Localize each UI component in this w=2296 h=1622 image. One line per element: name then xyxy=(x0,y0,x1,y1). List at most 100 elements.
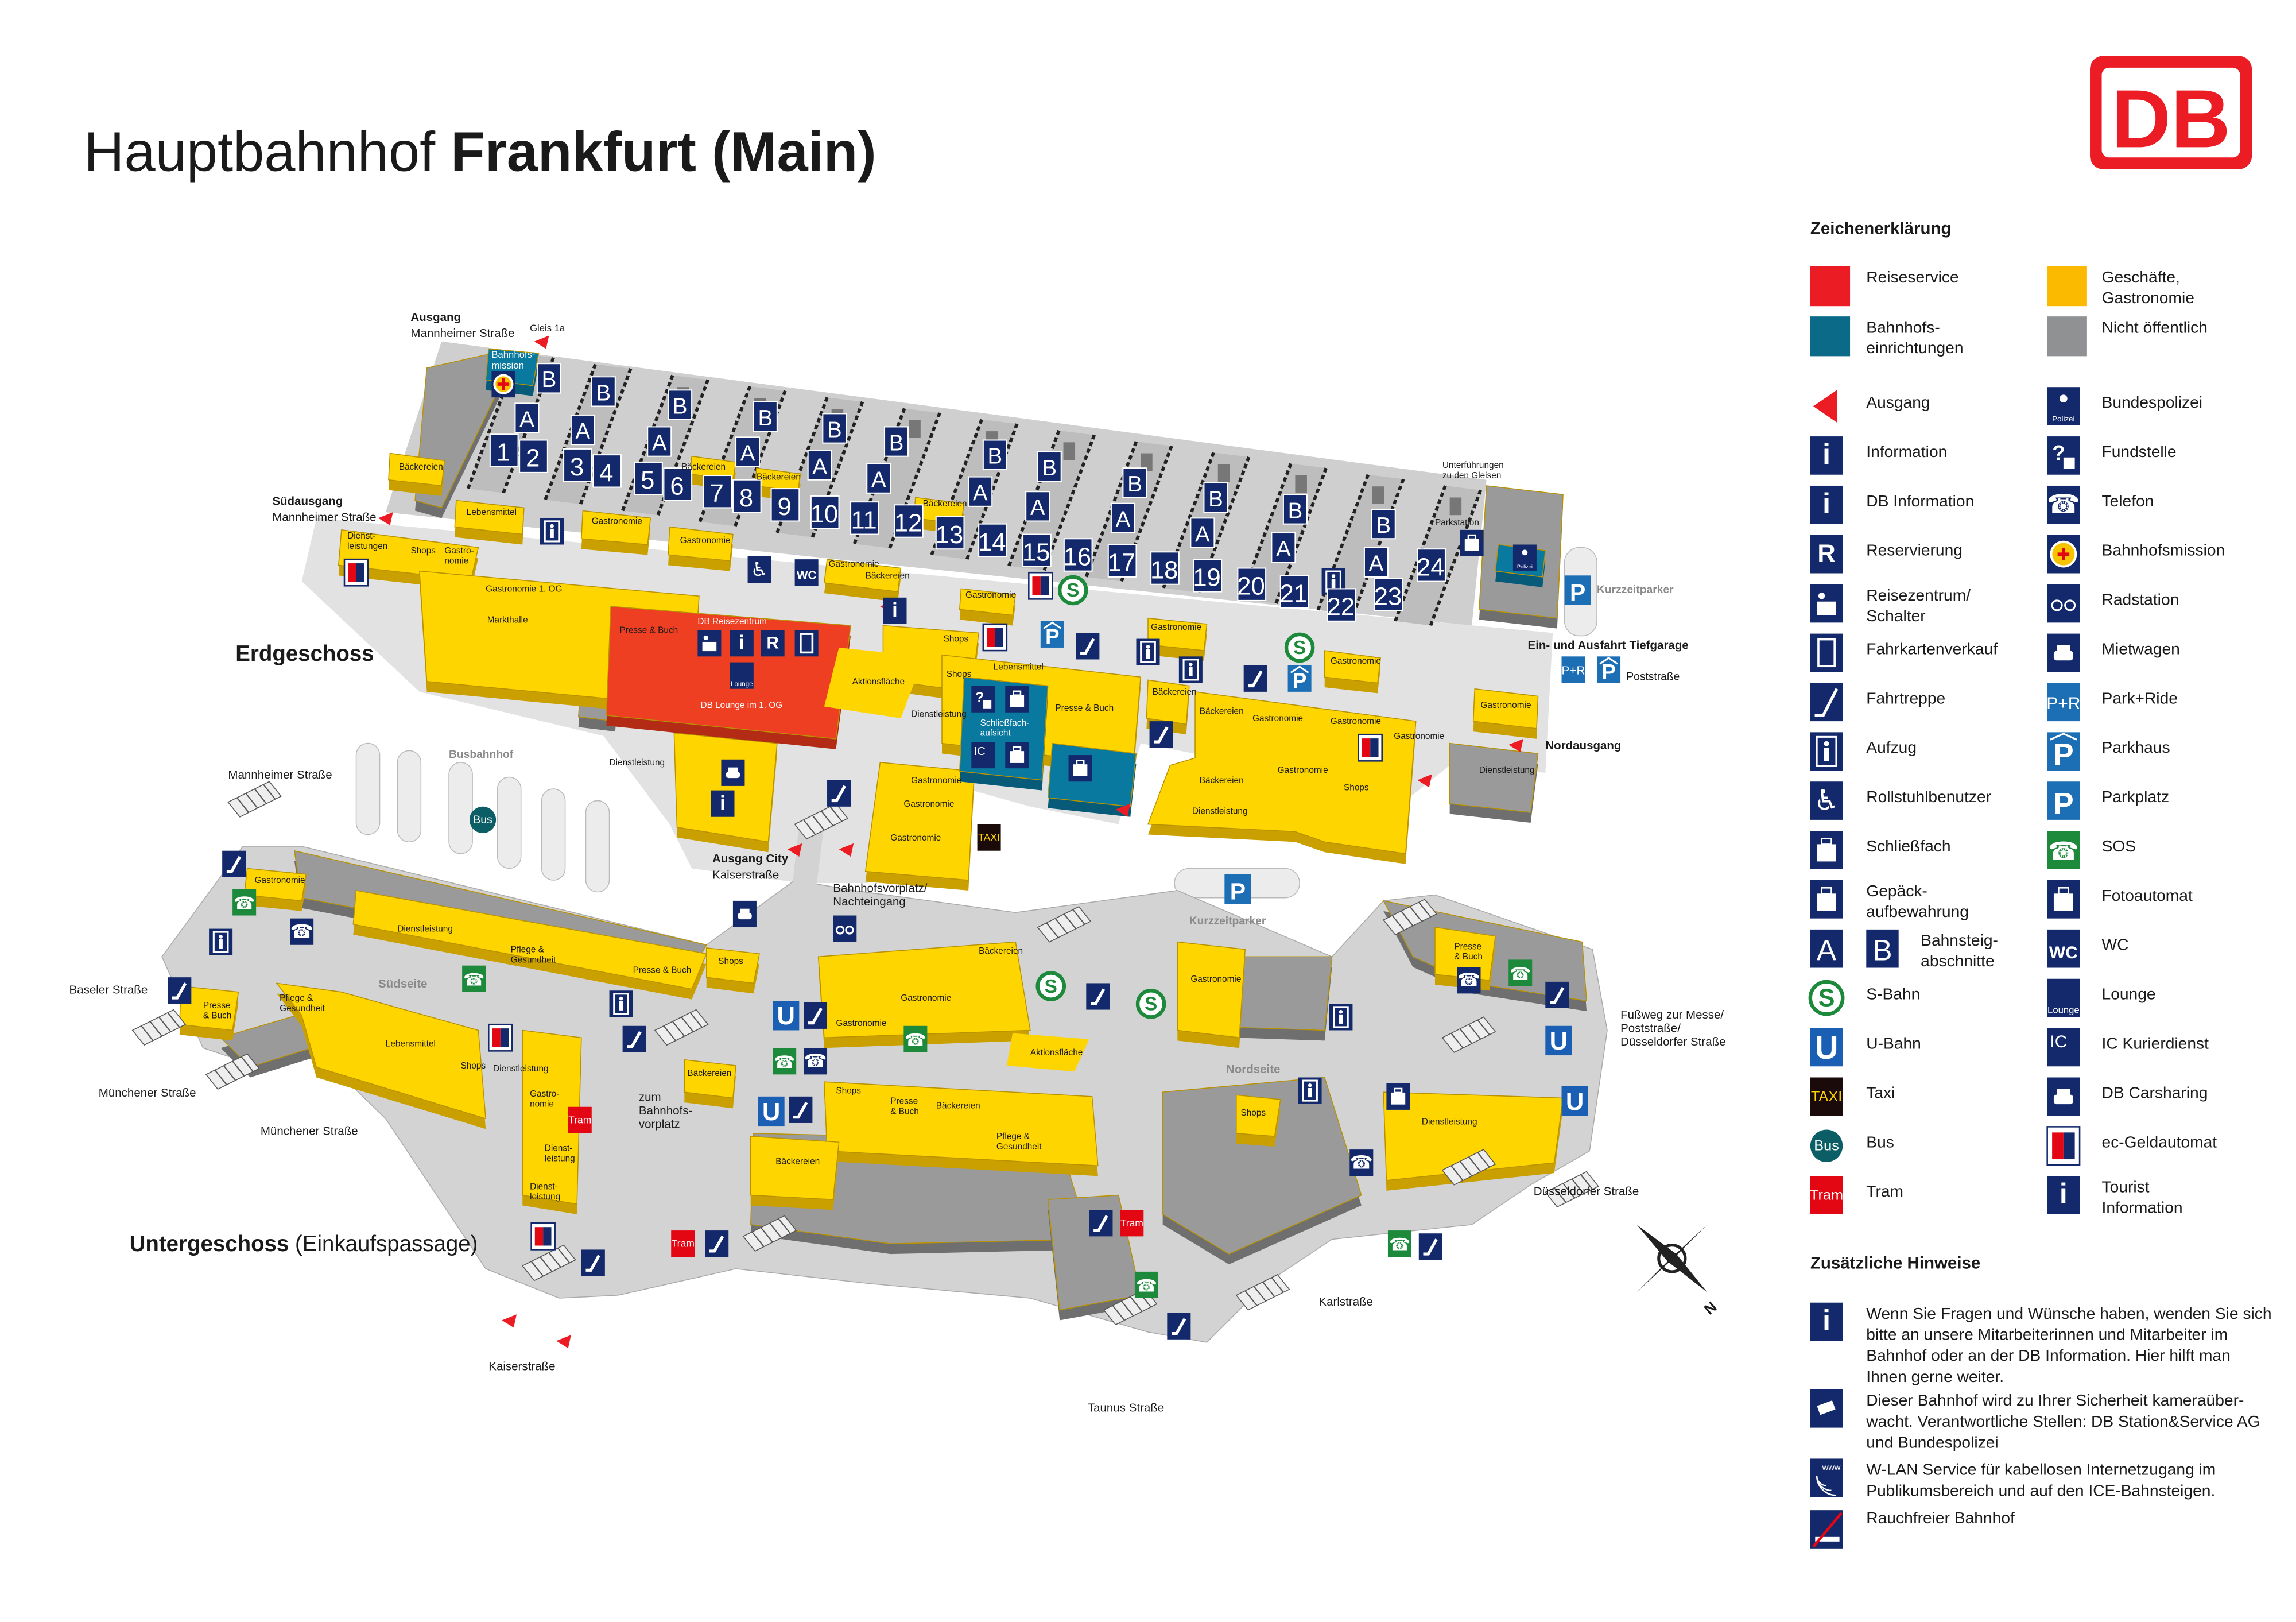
telefon-glyph: ☎ xyxy=(1457,969,1480,990)
info-icon: i xyxy=(1810,436,1843,475)
platform-section-b-icon: B xyxy=(1866,929,1899,968)
map-label-line: Düsseldorfer Straße xyxy=(1534,1185,1639,1198)
map-label-line: Bäckereien xyxy=(757,473,801,482)
note-line: Ihnen gerne weiter. xyxy=(1866,1367,2004,1385)
taxi-icon: TAXI xyxy=(1810,1077,1843,1116)
map-label-line: Presse & Buch xyxy=(633,965,692,975)
map-label: Bäckereien xyxy=(866,571,910,580)
map-label: Dienstleistung xyxy=(911,709,967,719)
legend-label-line: Information xyxy=(1866,442,1947,460)
map-label-line: Dienstleistung xyxy=(610,758,665,768)
map-label: Dienstleistung xyxy=(1479,765,1535,775)
parkplatz-icon: P xyxy=(1224,874,1251,904)
shop-gastro-block xyxy=(1147,691,1417,854)
map-label-line: Gastronomie xyxy=(911,776,961,785)
ic-icon: IC xyxy=(2047,1028,2080,1067)
parkhaus-icon: P xyxy=(2047,732,2080,772)
map-label: Dienstleistung xyxy=(610,758,665,768)
platform-section-letter: A xyxy=(973,481,988,506)
platform-number: 9 xyxy=(778,493,792,521)
map-label-line: zu den Gleisen xyxy=(1442,471,1502,481)
platform-number-sign: 24 xyxy=(1417,548,1446,582)
map-label: Lebensmittel xyxy=(467,508,517,517)
map-label: Mannheimer Straße xyxy=(410,327,514,340)
fahrtreppe-icon xyxy=(168,977,192,1004)
telefon-glyph: ☎ xyxy=(1350,1152,1373,1172)
legend-label-line: Tourist xyxy=(2102,1177,2150,1195)
legend-label-line: Bahnhofs- xyxy=(1866,318,1940,336)
fahrtreppe-icon xyxy=(705,1230,729,1257)
platform-number-sign: 20 xyxy=(1237,567,1267,601)
map-label-line: Gastronomie xyxy=(890,833,941,843)
platform-number: 16 xyxy=(1064,543,1091,571)
fahrtreppe-icon xyxy=(1810,683,1843,722)
shop-gastro-block xyxy=(1147,617,1208,651)
platform-number-sign: 6 xyxy=(663,467,693,501)
map-floorplan xyxy=(131,335,1608,1349)
note-line: Rauchfreier Bahnhof xyxy=(1866,1508,2015,1527)
platform-section-letter: B xyxy=(988,444,1003,469)
platform-number: 22 xyxy=(1327,594,1355,621)
platform-number: 13 xyxy=(936,521,963,549)
legend-label: Ausgang xyxy=(1866,393,1930,411)
sos-icon: ☎ xyxy=(773,1048,797,1075)
legend-label: Park+Ride xyxy=(2102,688,2178,707)
ausgang-icon xyxy=(1813,390,1837,423)
bus-icon: Bus xyxy=(1810,1129,1843,1162)
shop-gastro-block xyxy=(668,526,734,562)
legend-label-line: Reservierung xyxy=(1866,541,1963,559)
legend-label-line: Fotoautomat xyxy=(2102,886,2193,904)
map-label-line: Bahnhofs- xyxy=(491,349,535,360)
map-label: Bäckereien xyxy=(979,946,1023,956)
legend-label: Lounge xyxy=(2102,985,2156,1003)
map-label: Presse & Buch xyxy=(1055,703,1114,713)
info-glyph: i xyxy=(1822,438,1830,470)
platform-section-letter: A xyxy=(1276,537,1291,562)
map-label-line: Kaiserstraße xyxy=(488,1360,555,1373)
platform-section-a-sign: A xyxy=(807,450,832,481)
map-label: Bahnhofsvorplatz/Nachteingang xyxy=(833,881,927,908)
sos-icon: ☎ xyxy=(2047,831,2080,869)
legend-label: Aufzug xyxy=(1866,738,1917,756)
sbahn-icon: S xyxy=(1284,632,1315,663)
map-label-line: Shops xyxy=(461,1061,486,1071)
map-label-line: Gastronomie xyxy=(1480,700,1531,710)
sos-glyph: ☎ xyxy=(774,1053,795,1072)
db-logo: DB xyxy=(2090,56,2252,169)
map-label: Bäckereien xyxy=(923,499,967,509)
taxi-icon: TAXI xyxy=(977,824,1001,851)
ic-icon: IC xyxy=(971,742,995,769)
legend-label-line: Gastronomie xyxy=(2102,288,2194,307)
swatch-teal-icon xyxy=(1810,316,1851,357)
ec-icon xyxy=(343,558,369,587)
map-label-line: Dienst- xyxy=(545,1144,573,1153)
map-label-line: Shops xyxy=(944,634,969,644)
legend-label: Information xyxy=(1866,442,1947,460)
map-label: Gastronomie xyxy=(903,799,954,809)
tram-glyph: Tram xyxy=(1120,1217,1143,1229)
legend-label-line: IC Kurierdienst xyxy=(2102,1034,2209,1052)
map-label-line: Kaiserstraße xyxy=(712,868,779,881)
bus-glyph: Bus xyxy=(1814,1138,1839,1154)
map-label: Gastro-nomie xyxy=(530,1089,559,1109)
map-label: Bäckereien xyxy=(775,1157,820,1167)
map-label-line: aufsicht xyxy=(980,729,1011,738)
stair-icon xyxy=(1063,442,1076,460)
map-label: Dienst-leistung xyxy=(530,1182,560,1202)
map-label-line: vorplatz xyxy=(639,1118,680,1131)
stair-icon xyxy=(1372,486,1384,505)
map-label: Ein- und Ausfahrt Tiefgarage xyxy=(1528,639,1689,652)
map-label-line: DB Lounge im 1. OG xyxy=(701,700,783,710)
platform-number-sign: 14 xyxy=(978,523,1007,558)
legend-label-line: Information xyxy=(2102,1198,2183,1216)
map-label: Gleis 1a xyxy=(530,323,565,334)
map-label: Shops xyxy=(947,669,972,679)
platform-number: 2 xyxy=(526,445,540,473)
aufzug-icon xyxy=(1298,1077,1322,1104)
map-label: Gastronomie xyxy=(890,833,941,843)
map-label-line: Gleis 1a xyxy=(530,323,565,334)
wc-icon: WC xyxy=(794,559,819,586)
platform-section-b-sign: B xyxy=(668,389,693,420)
note-line: Publikumsbereich und auf den ICE-Bahnste… xyxy=(1866,1481,2215,1499)
